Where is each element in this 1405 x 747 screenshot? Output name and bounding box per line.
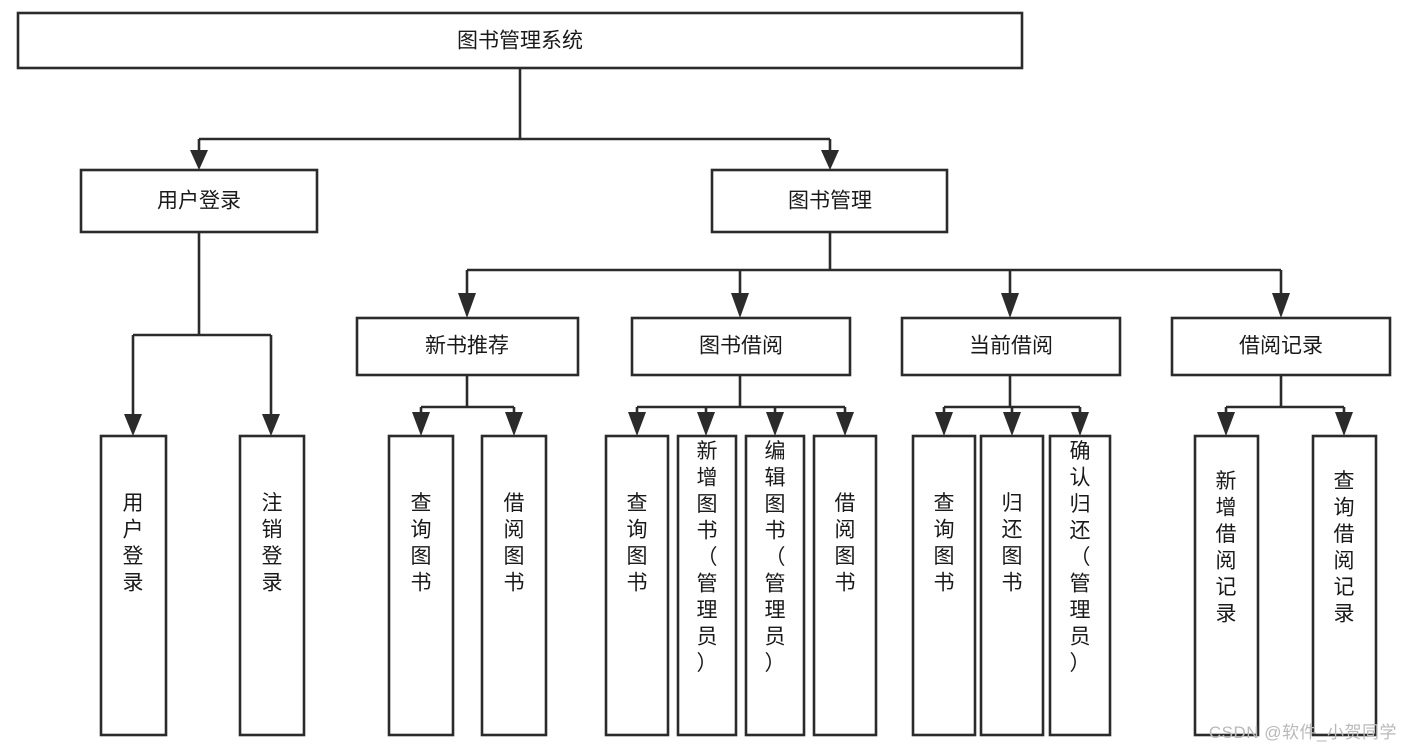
node-leaf-logout-box[interactable] [238, 434, 306, 737]
arrow-head-leaf-query-book-2 [628, 412, 646, 436]
node-leaf-add-record-box[interactable] [1193, 434, 1260, 737]
arrow-head-leaf-borrow-book-1 [505, 412, 523, 436]
node-current-borrow-box[interactable] [900, 316, 1122, 377]
node-leaf-borrow-book-1[interactable]: 借阅图书 [480, 434, 548, 737]
node-leaf-query-record-box[interactable] [1311, 434, 1378, 737]
node-user-login-label: 用户登录 [157, 190, 241, 213]
node-user-login-box[interactable] [79, 168, 319, 234]
node-leaf-logout[interactable]: 注销登录 [238, 434, 306, 737]
node-leaf-user-login-label: 用户登录 [123, 492, 144, 595]
node-root-label: 图书管理系统 [457, 30, 583, 53]
node-leaf-return-book-box[interactable] [979, 434, 1045, 737]
node-leaf-user-login[interactable]: 用户登录 [99, 434, 168, 737]
node-leaf-add-book-label: 新增图书（管理员） [697, 440, 718, 675]
arrow-head-leaf-confirm-return [1071, 412, 1089, 436]
node-borrow-record[interactable]: 借阅记录 [1170, 316, 1392, 377]
arrow-head-user-login [190, 150, 208, 170]
node-leaf-add-book[interactable]: 新增图书（管理员） [676, 434, 738, 737]
node-leaf-add-record-label: 新增借阅记录 [1216, 470, 1237, 626]
node-root[interactable]: 图书管理系统 [16, 11, 1024, 70]
node-leaf-query-record-label: 查询借阅记录 [1334, 470, 1355, 626]
node-leaf-edit-book[interactable]: 编辑图书（管理员） [744, 434, 806, 737]
arrow-head-book-admin [821, 150, 839, 170]
node-leaf-logout-label: 注销登录 [262, 492, 283, 595]
arrow-head-leaf-logout [262, 414, 280, 436]
node-leaf-borrow-book-1-label: 借阅图书 [504, 492, 525, 595]
node-leaf-query-record[interactable]: 查询借阅记录 [1311, 434, 1378, 737]
node-book-admin[interactable]: 图书管理 [710, 168, 949, 234]
node-new-book-rec-label: 新书推荐 [425, 335, 509, 358]
arrow-head-borrow-record [1272, 293, 1290, 318]
node-leaf-borrow-book-2[interactable]: 借阅图书 [812, 434, 878, 737]
node-leaf-confirm-return-box[interactable] [1048, 434, 1112, 737]
arrow-head-leaf-add-book [697, 412, 715, 436]
node-root-box[interactable] [16, 11, 1024, 70]
node-book-admin-label: 图书管理 [788, 190, 872, 213]
arrow-head-leaf-return-book [1003, 412, 1021, 436]
node-leaf-return-book-label: 归还图书 [1002, 492, 1023, 595]
node-leaf-edit-book-label: 编辑图书（管理员） [765, 440, 786, 675]
arrow-head-book-borrow [731, 293, 749, 318]
node-leaf-confirm-return[interactable]: 确认归还（管理员） [1048, 434, 1112, 737]
node-book-admin-box[interactable] [710, 168, 949, 234]
node-leaf-query-book-1-box[interactable] [387, 434, 455, 737]
arrow-head-leaf-query-book-1 [412, 412, 430, 436]
node-leaf-query-book-3-label: 查询图书 [934, 492, 955, 595]
node-book-borrow-label: 图书借阅 [699, 335, 783, 358]
node-current-borrow-label: 当前借阅 [969, 335, 1053, 358]
node-leaf-query-book-2-box[interactable] [604, 434, 670, 737]
arrow-head-current-borrow [1001, 293, 1019, 318]
arrow-head-leaf-add-record [1217, 412, 1235, 436]
arrow-head-leaf-user-login [124, 414, 142, 436]
node-leaf-confirm-return-label: 确认归还（管理员） [1070, 440, 1091, 675]
node-current-borrow[interactable]: 当前借阅 [900, 316, 1122, 377]
node-leaf-add-record[interactable]: 新增借阅记录 [1193, 434, 1260, 737]
node-borrow-record-label: 借阅记录 [1239, 335, 1323, 358]
node-leaf-query-book-1[interactable]: 查询图书 [387, 434, 455, 737]
node-user-login[interactable]: 用户登录 [79, 168, 319, 234]
node-leaf-query-book-3-box[interactable] [911, 434, 977, 737]
arrow-head-leaf-query-record [1335, 412, 1353, 436]
node-leaf-borrow-book-2-label: 借阅图书 [835, 492, 856, 595]
node-leaf-edit-book-box[interactable] [744, 434, 806, 737]
node-leaf-query-book-3[interactable]: 查询图书 [911, 434, 977, 737]
arrow-head-leaf-edit-book [766, 412, 784, 436]
node-leaf-borrow-book-1-box[interactable] [480, 434, 548, 737]
csdn-watermark: CSDN @软件_小贺同学 [1208, 723, 1397, 742]
node-leaf-borrow-book-2-box[interactable] [812, 434, 878, 737]
node-borrow-record-box[interactable] [1170, 316, 1392, 377]
arrow-head-leaf-borrow-book-2 [836, 412, 854, 436]
connector-layer [124, 68, 1353, 436]
arrow-head-leaf-query-book-3 [935, 412, 953, 436]
node-leaf-query-book-2-label: 查询图书 [627, 492, 648, 595]
node-book-borrow-box[interactable] [630, 316, 852, 377]
node-new-book-rec[interactable]: 新书推荐 [355, 316, 580, 377]
node-leaf-query-book-1-label: 查询图书 [411, 492, 432, 595]
node-new-book-rec-box[interactable] [355, 316, 580, 377]
node-leaf-user-login-box[interactable] [99, 434, 168, 737]
arrow-head-new-book-rec [458, 293, 476, 318]
node-book-borrow[interactable]: 图书借阅 [630, 316, 852, 377]
node-leaf-return-book[interactable]: 归还图书 [979, 434, 1045, 737]
node-leaf-add-book-box[interactable] [676, 434, 738, 737]
node-leaf-query-book-2[interactable]: 查询图书 [604, 434, 670, 737]
